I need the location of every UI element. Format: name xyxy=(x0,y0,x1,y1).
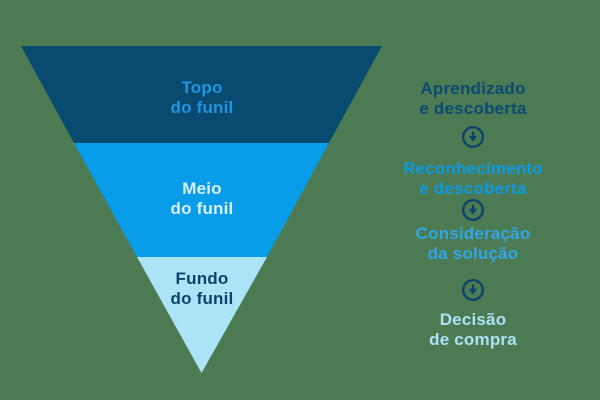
funnel-stage-middle-label: Meio do funil xyxy=(170,179,234,218)
arrow-down-circle-icon xyxy=(388,198,558,222)
stage-label-reconhecimento: Reconhecimento e descoberta xyxy=(403,159,543,198)
arrow-down-circle-icon xyxy=(388,278,558,302)
stage-label-aprendizado: Aprendizado e descoberta xyxy=(419,79,527,118)
funnel-stage-middle-shape xyxy=(74,143,329,257)
funnel-stage-bottom-label: Fundo do funil xyxy=(170,269,234,308)
stage-label-consideracao: Consideração da solução xyxy=(415,224,531,263)
funnel-stage-top-label: Topo do funil xyxy=(170,78,234,117)
funnel-stage-bottom-shape xyxy=(137,257,267,373)
funnel-stage-top-shape xyxy=(21,46,382,143)
stage-label-decisao: Decisão de compra xyxy=(429,310,517,349)
stage-list: Aprendizado e descoberta Reconhecimento … xyxy=(388,0,558,400)
arrow-down-circle-icon xyxy=(388,125,558,149)
